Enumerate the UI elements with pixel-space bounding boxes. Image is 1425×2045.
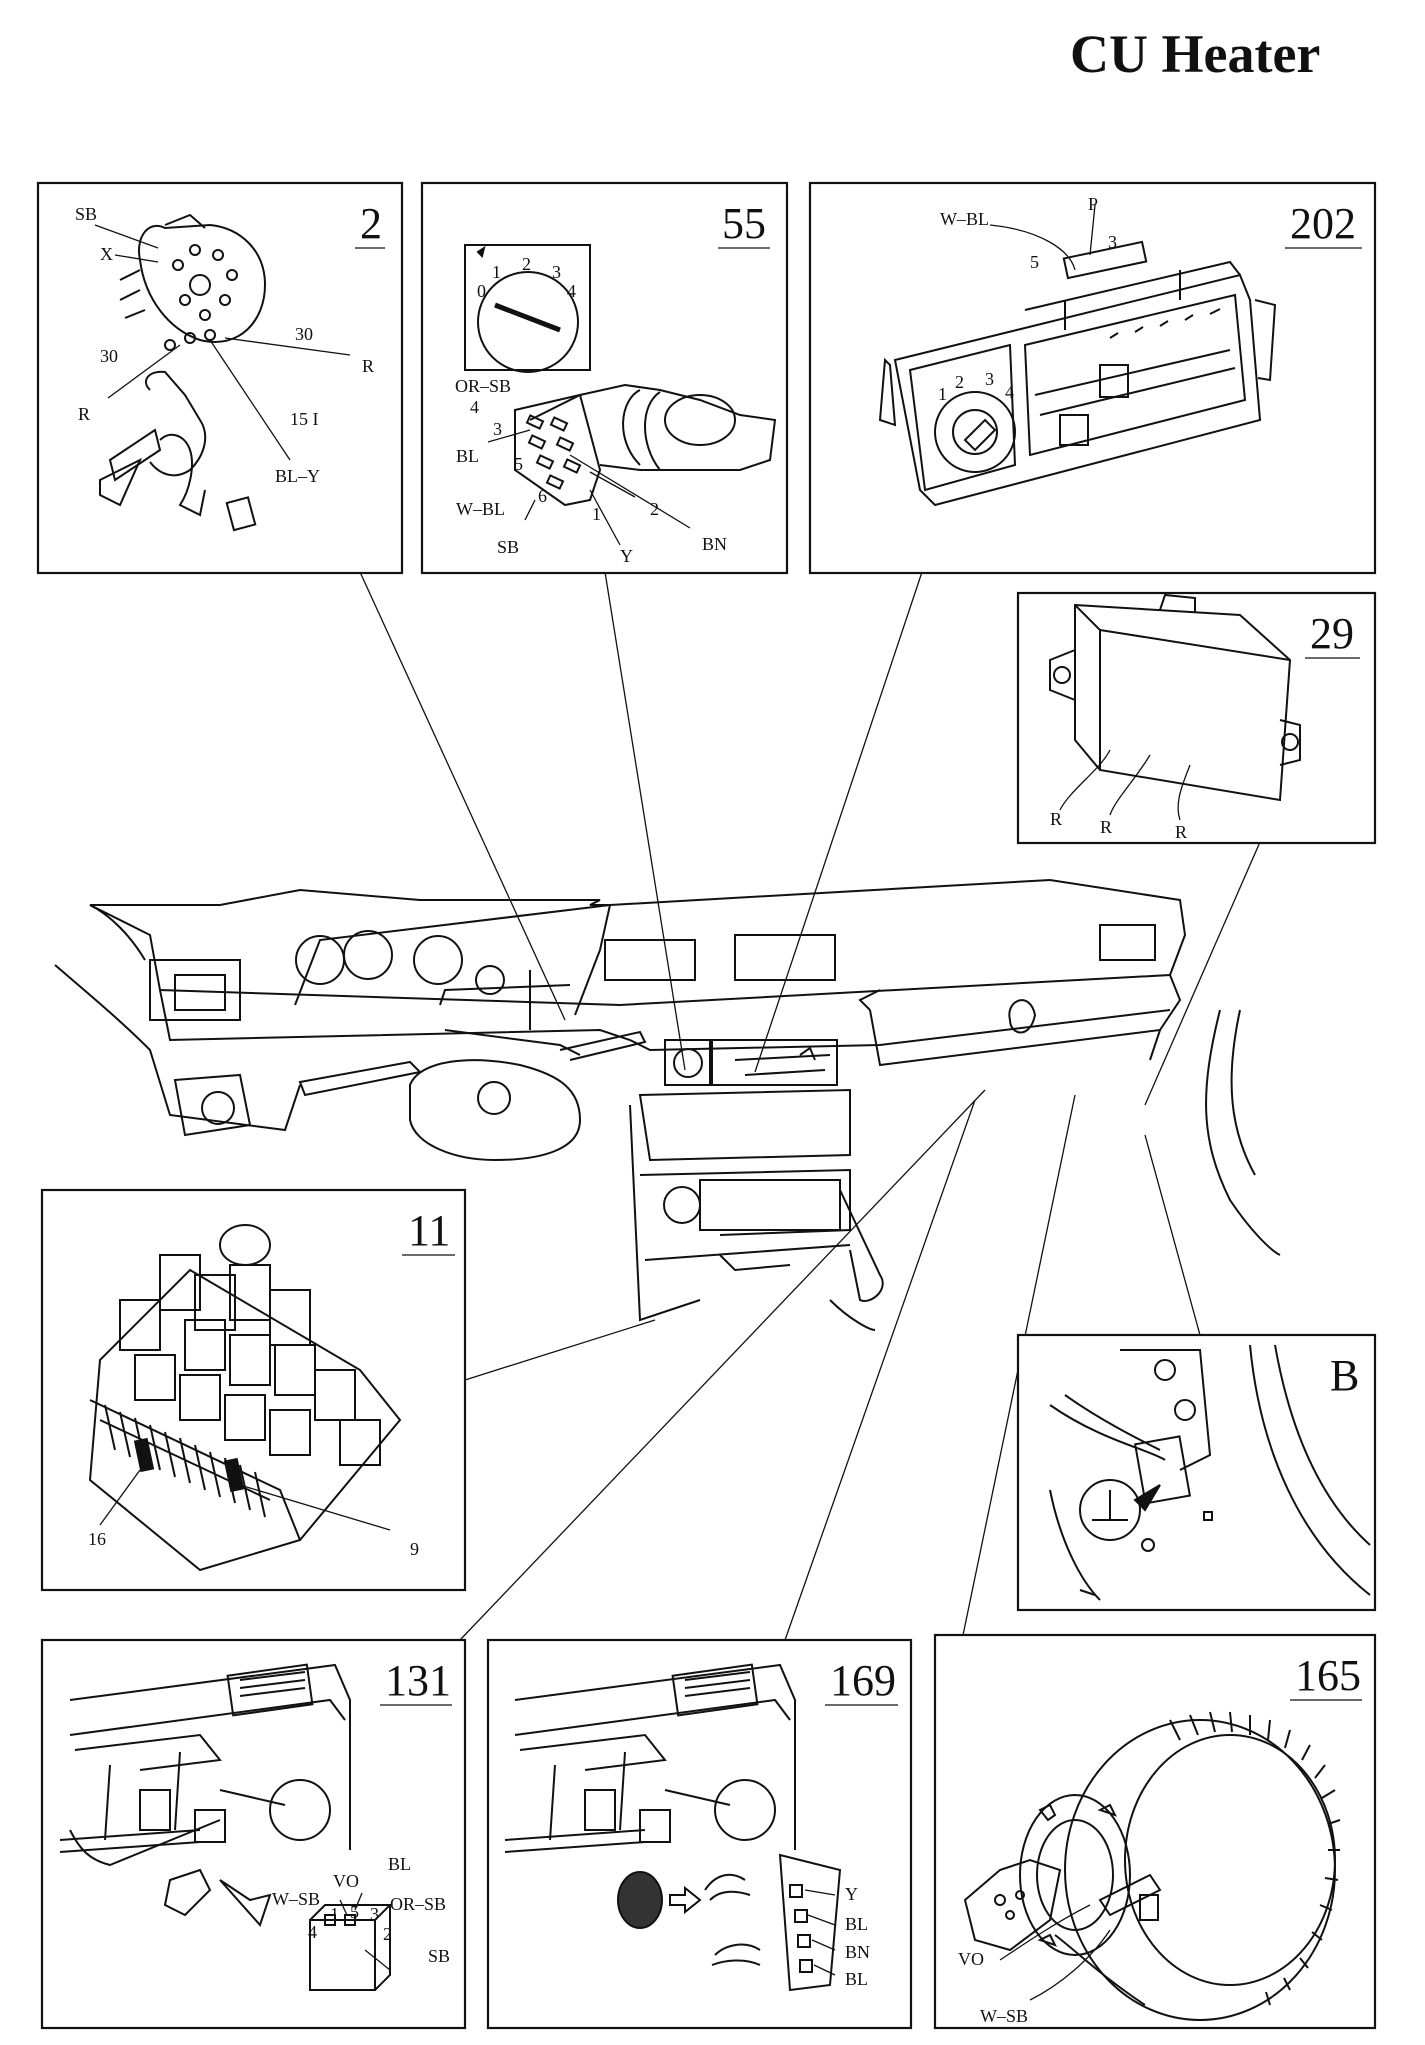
dial-mark-1: 1 — [938, 384, 947, 404]
panel-165-leaders — [999, 1904, 1111, 2001]
dashboard-illustration — [54, 878, 1281, 1331]
dial-mark-3: 3 — [985, 369, 994, 389]
label-w-bl: W–BL — [940, 209, 989, 229]
label-r-left: R — [78, 404, 90, 424]
panel-131-number: 131 — [385, 1656, 451, 1705]
label-5: 5 — [514, 454, 523, 474]
label-y: Y — [845, 1884, 858, 1904]
panel-131-leaders — [339, 1892, 391, 1971]
label-r-right: R — [362, 356, 374, 376]
label-w-bl: W–BL — [456, 499, 505, 519]
page-title: CU Heater — [1070, 24, 1320, 84]
label-or-sb: OR–SB — [455, 376, 511, 396]
label-r-2: R — [1100, 817, 1112, 837]
label-p: P — [1088, 194, 1098, 214]
blower-motor-drawing — [963, 1711, 1341, 2021]
panel-b-number: B — [1330, 1351, 1359, 1400]
label-bl: BL — [456, 446, 479, 466]
label-r-1: R — [1050, 809, 1062, 829]
dial-mark-2: 2 — [522, 254, 531, 274]
label-sb: SB — [497, 537, 519, 557]
panel-202-leaders — [989, 204, 1096, 271]
panel-2: 2 SB X 30 R 30 R 15 I BL — [36, 181, 404, 575]
panel-11-number: 11 — [408, 1206, 450, 1255]
label-bl-1: BL — [845, 1914, 868, 1934]
panel-169-number: 169 — [830, 1656, 896, 1705]
label-3: 3 — [493, 419, 502, 439]
label-sb: SB — [428, 1946, 450, 1966]
label-3: 3 — [370, 1904, 379, 1924]
panel-55: 55 0 1 2 3 4 — [420, 181, 789, 575]
label-4: 4 — [470, 397, 479, 417]
label-bl-2: BL — [845, 1969, 868, 1989]
dial-mark-0: 0 — [477, 281, 486, 301]
ground-point-drawing — [1049, 1344, 1371, 1601]
panel-55-number: 55 — [722, 199, 766, 248]
panel-29-leaders — [1059, 749, 1191, 821]
label-1: 1 — [330, 1904, 339, 1924]
panel-11: 11 16 9 — [40, 1188, 467, 1592]
label-5: 5 — [1030, 252, 1039, 272]
control-module-drawing — [1049, 593, 1301, 802]
panel-55-leaders — [487, 429, 691, 546]
control-panel-drawing — [878, 240, 1277, 507]
label-y: Y — [620, 546, 633, 566]
panel-2-leaders — [94, 224, 351, 461]
label-30-right: 30 — [295, 324, 313, 344]
panel-169: 169 Y BL — [486, 1638, 913, 2030]
label-sb: SB — [75, 204, 97, 224]
panel-b: B — [1016, 1333, 1377, 1612]
label-w-sb: W–SB — [272, 1889, 320, 1909]
panel-29-number: 29 — [1310, 609, 1354, 658]
dial-mark-4: 4 — [1005, 382, 1014, 402]
label-6: 6 — [538, 486, 547, 506]
label-r-3: R — [1175, 822, 1187, 842]
label-5: 5 — [350, 1902, 359, 1922]
label-vo: VO — [333, 1871, 359, 1891]
panel-202-number: 202 — [1290, 199, 1356, 248]
dial-mark-1: 1 — [492, 262, 501, 282]
label-bn: BN — [845, 1942, 870, 1962]
label-1: 1 — [592, 504, 601, 524]
fan-switch-drawing — [464, 244, 777, 507]
label-bn: BN — [702, 534, 727, 554]
label-or-sb: OR–SB — [390, 1894, 446, 1914]
label-w-sb: W–SB — [980, 2006, 1028, 2026]
label-2: 2 — [383, 1924, 392, 1944]
label-x: X — [100, 244, 113, 264]
panel-29: 29 R R R — [1016, 591, 1377, 845]
relay-131-drawing — [59, 1663, 393, 1991]
dial-mark-2: 2 — [955, 372, 964, 392]
label-30-left: 30 — [100, 346, 118, 366]
ignition-switch-drawing — [99, 213, 267, 532]
dial-mark-3: 3 — [552, 262, 561, 282]
panel-11-leaders — [99, 1469, 391, 1531]
label-bl-y: BL–Y — [275, 466, 320, 486]
panel-169-leaders — [804, 1889, 836, 1976]
panel-202: 202 1 2 3 4 W–BL P 5 3 — [808, 181, 1377, 575]
resistor-169-drawing — [504, 1663, 842, 1992]
panel-2-number: 2 — [360, 199, 382, 248]
label-16: 16 — [88, 1529, 106, 1549]
panel-165: 165 VO W–SB — [933, 1633, 1377, 2030]
label-2: 2 — [650, 499, 659, 519]
label-15i: 15 I — [290, 409, 319, 429]
label-9: 9 — [410, 1539, 419, 1559]
label-3: 3 — [1108, 232, 1117, 252]
dial-mark-4: 4 — [567, 281, 576, 301]
fuse-relay-box-drawing — [88, 1224, 402, 1572]
panel-131: 131 BL VO W–SB 1 — [40, 1638, 467, 2030]
label-bl: BL — [388, 1854, 411, 1874]
label-vo: VO — [958, 1949, 984, 1969]
label-4: 4 — [308, 1922, 317, 1942]
panel-165-number: 165 — [1295, 1651, 1361, 1700]
